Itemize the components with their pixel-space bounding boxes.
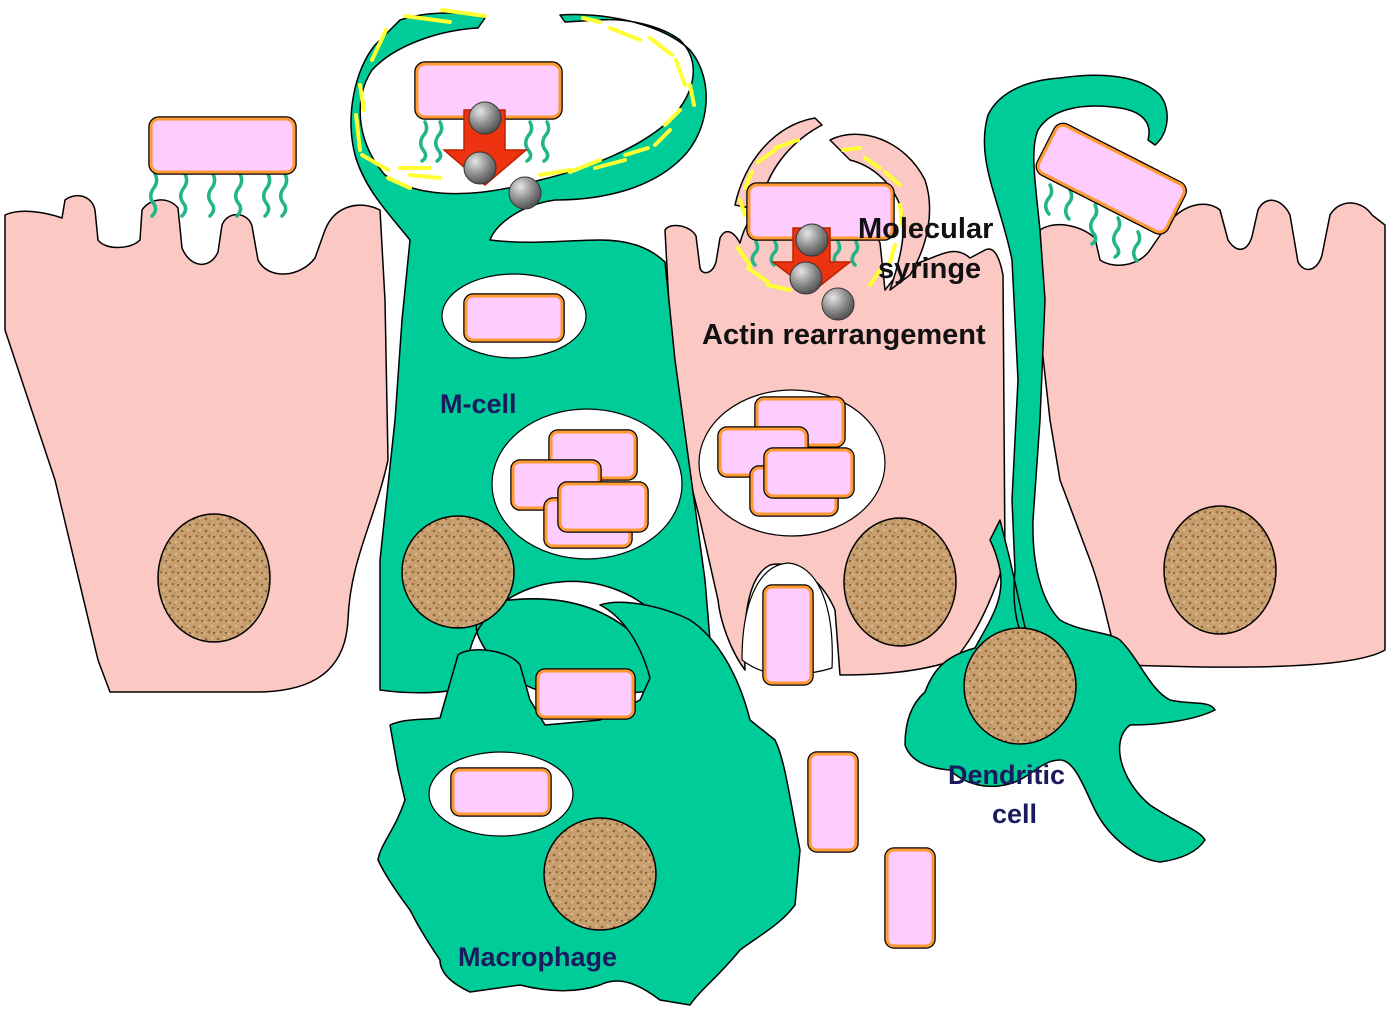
actin-filaments-m-cell xyxy=(354,8,696,190)
nucleus-epithelial-right xyxy=(1163,505,1277,635)
label-macrophage: Macrophage xyxy=(458,942,617,972)
bacterium-left-adhered xyxy=(148,116,297,175)
epithelial-cell-left xyxy=(4,194,389,693)
nucleus-epithelial-left xyxy=(157,513,271,643)
bacterium-macrophage-vacuole xyxy=(450,767,552,817)
macrophage xyxy=(377,601,801,1006)
actin-filaments-epithelial xyxy=(736,138,904,292)
bacterium-m-cell-vacuole xyxy=(463,293,565,343)
bacterium-m-cell-pocket xyxy=(414,61,563,120)
nucleus-m-cell xyxy=(401,515,515,629)
nucleus-macrophage xyxy=(543,817,657,931)
epithelial-cell-right xyxy=(1039,199,1386,668)
label-dendritic-line2: cell xyxy=(992,799,1037,829)
bacterium-epithelial-exit xyxy=(762,584,814,686)
pili-m-cell-bacterium xyxy=(419,120,551,163)
bacterium-cluster-m-cell xyxy=(510,429,649,549)
bacterium-free-1 xyxy=(807,751,859,853)
bacterium-dendritic-captured xyxy=(1035,122,1187,235)
bacterium-free-2 xyxy=(884,847,936,949)
pili-left-bacterium xyxy=(149,172,289,218)
nucleus-dendritic xyxy=(963,627,1077,745)
bacterium-cluster-epithelial xyxy=(698,389,886,537)
label-m-cell: M-cell xyxy=(440,389,517,419)
label-molecular-line1: Molecular xyxy=(858,213,993,245)
label-molecular-line2: syringe xyxy=(878,253,981,285)
nucleus-epithelial-middle xyxy=(843,517,957,647)
label-actin-rearrangement: Actin rearrangement xyxy=(702,319,986,351)
effector-proteins-epithelial xyxy=(789,223,855,321)
effector-proteins-m-cell xyxy=(463,101,542,210)
bacterium-m-cell-exit xyxy=(535,668,636,720)
pili-dendritic-bacterium xyxy=(1044,183,1142,263)
label-dendritic-line1: Dendritic xyxy=(948,760,1065,790)
